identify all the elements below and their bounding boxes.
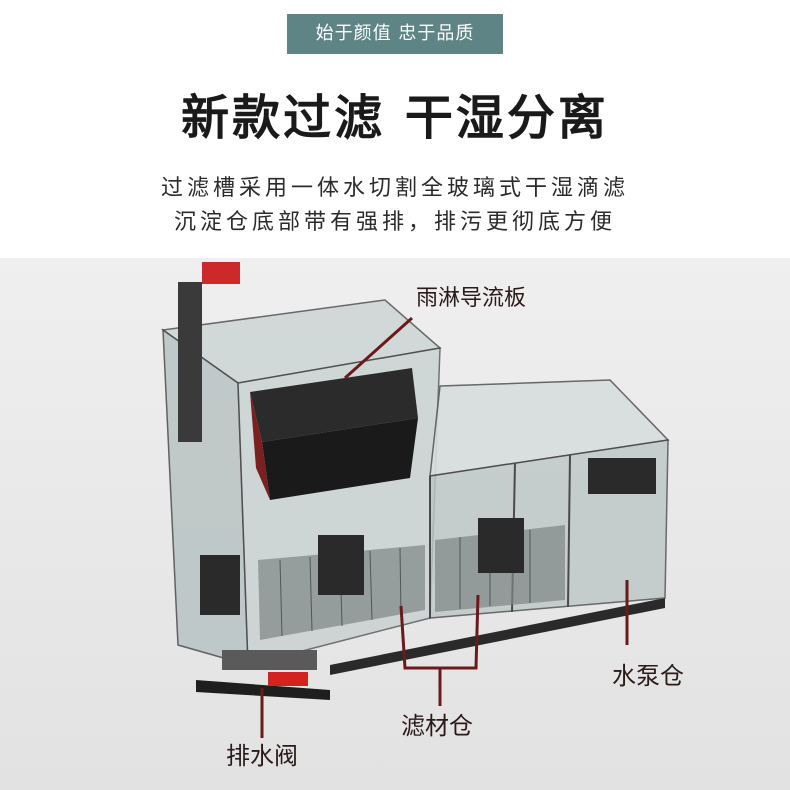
- callout-lines: [260, 316, 629, 738]
- tank-base-right: [330, 598, 665, 675]
- drip-tray-body: [262, 418, 418, 500]
- tagline-banner: 始于颜值 忠于品质: [287, 14, 503, 54]
- filter-tank-illustration: [161, 262, 670, 738]
- drip-tray: [250, 368, 418, 442]
- drain-valve-body: [222, 650, 317, 670]
- pipe: [178, 282, 202, 442]
- description-line-1: 过滤槽采用一体水切割全玻璃式干湿滴滤: [160, 176, 629, 201]
- drain-valve-handle: [268, 672, 308, 686]
- product-photo: 雨淋导流板 滤材仓 水泵仓 排水阀: [0, 258, 790, 790]
- callout-pump-chamber: 水泵仓: [612, 662, 684, 690]
- callout-rain-plate: 雨淋导流板: [416, 286, 527, 311]
- callout-filter-chamber: 滤材仓: [401, 712, 473, 740]
- callout-drain-valve: 排水阀: [226, 742, 298, 770]
- headline: 新款过滤 干湿分离: [181, 90, 609, 146]
- pipe-cap: [202, 262, 240, 284]
- description-line-2: 沉淀仓底部带有强排，排污更彻底方便: [173, 210, 616, 235]
